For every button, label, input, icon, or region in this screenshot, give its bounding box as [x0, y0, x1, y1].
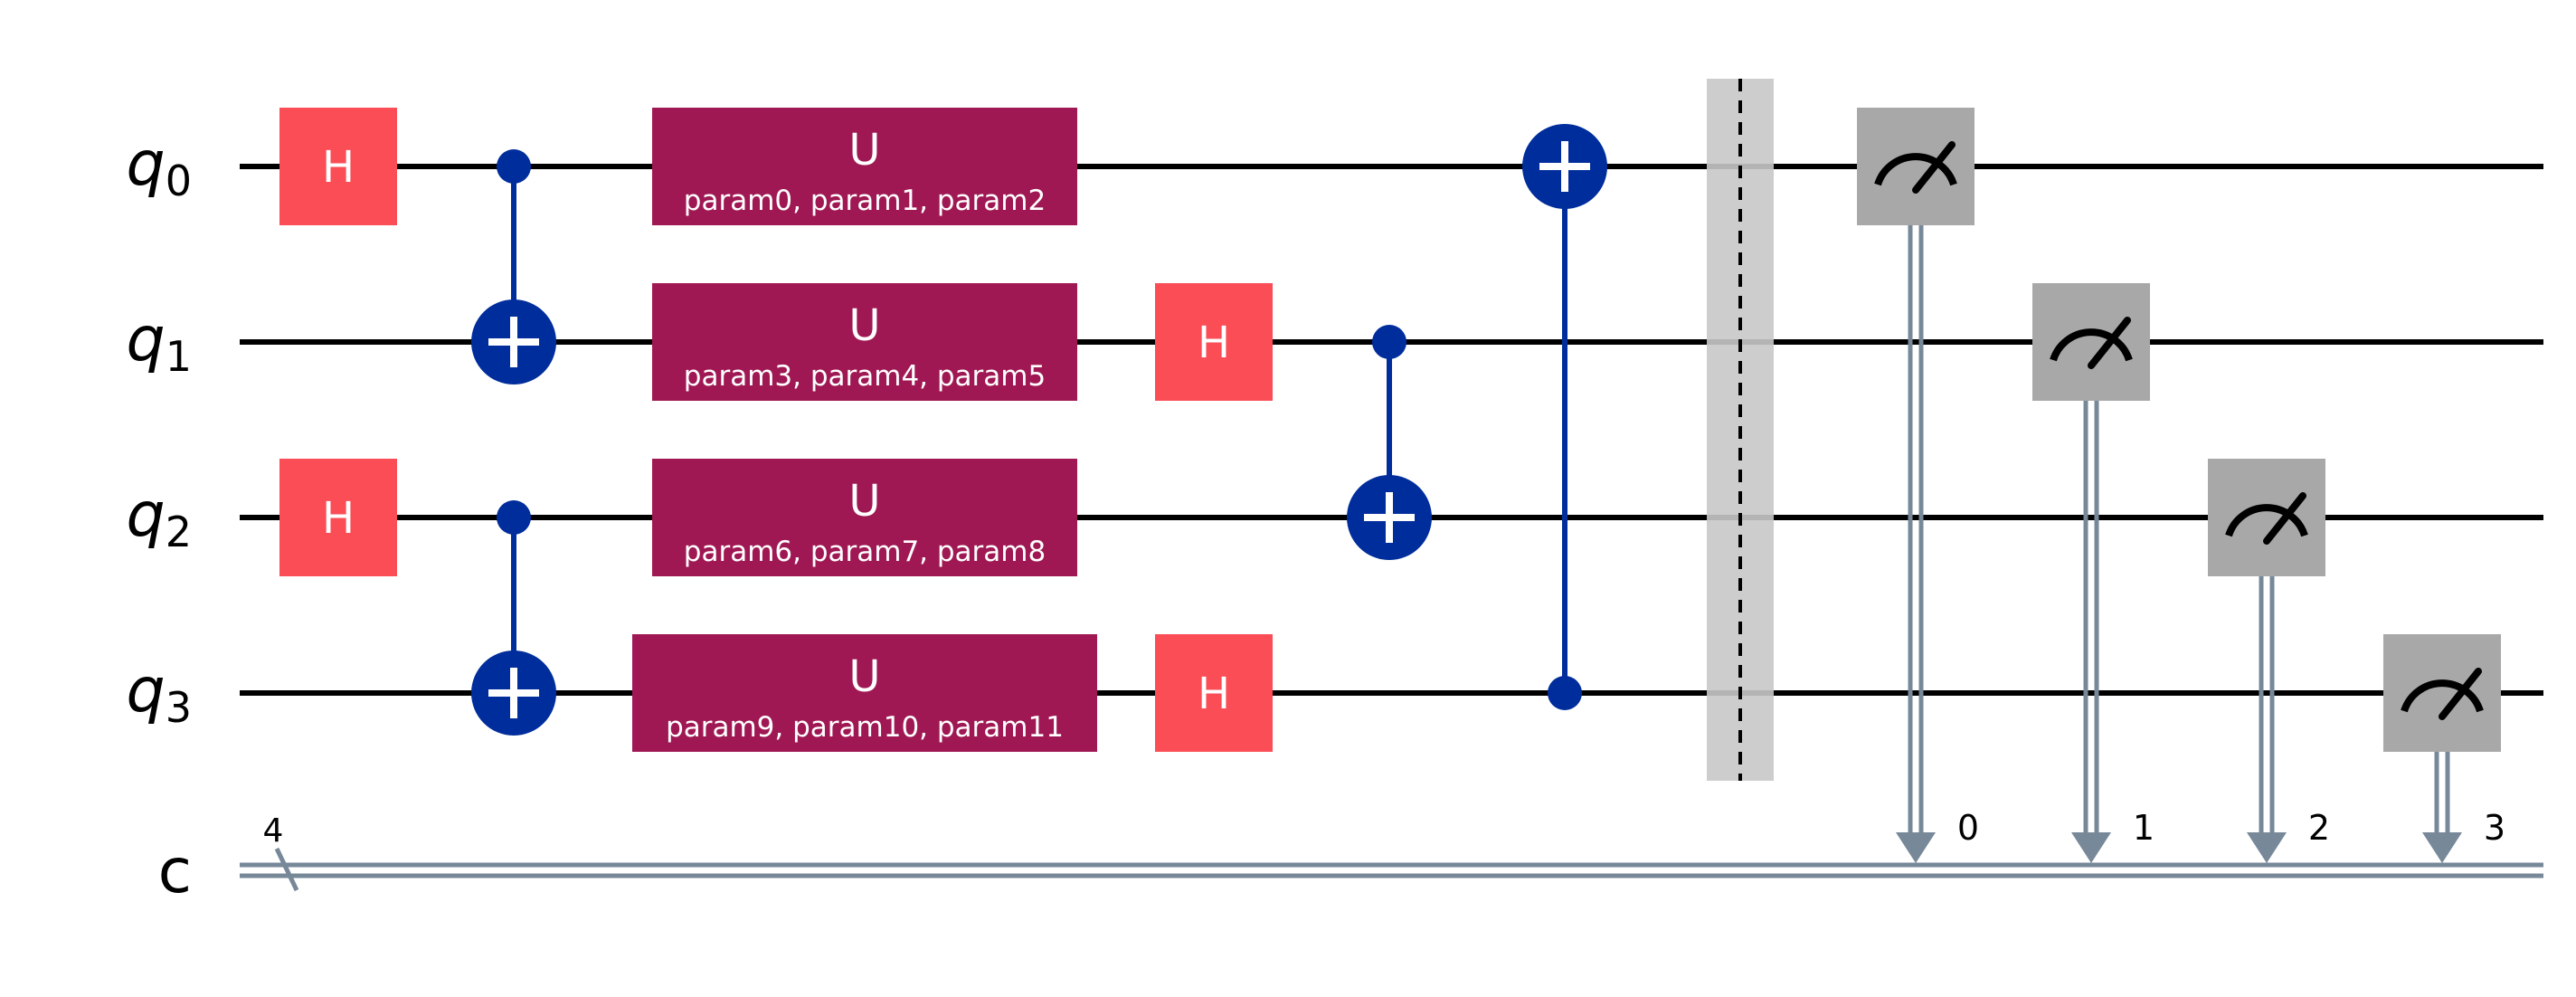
u-gate	[632, 634, 1097, 752]
measure-arrow-icon	[2071, 832, 2111, 863]
u-gate-label: U	[848, 125, 880, 176]
meter-needle-icon	[2439, 668, 2482, 720]
clbit-index-label: 1	[2133, 808, 2155, 848]
qubit-name: q	[127, 480, 166, 551]
qubit-index: 2	[166, 508, 192, 556]
qubit-label: q0	[127, 128, 192, 205]
h-gate	[279, 108, 397, 225]
u-gate	[652, 108, 1077, 225]
h-gate-label: H	[322, 142, 355, 193]
register-slash	[274, 847, 299, 892]
u-gate-params: param0, param1, param2	[684, 185, 1046, 217]
clbit-index-label: 3	[2484, 808, 2505, 848]
meter-arc-icon	[2050, 328, 2133, 362]
clbit-index-label: 0	[1957, 808, 1979, 848]
connectors-layer	[511, 166, 2462, 863]
u-gate-label: U	[848, 651, 880, 702]
qubit-index: 0	[166, 157, 192, 205]
h-gate-label: H	[1198, 318, 1230, 368]
measure-gate	[2383, 634, 2501, 752]
register-size-label: 4	[263, 812, 284, 850]
qubit-label: q1	[127, 304, 192, 381]
cnot-control-dot	[497, 500, 531, 535]
cnot-control-dot	[1548, 676, 1582, 710]
meter-needle-icon	[2088, 317, 2131, 369]
measure-gate	[2208, 459, 2325, 576]
measure-gate	[2032, 283, 2150, 401]
u-gate	[652, 459, 1077, 576]
qubit-label: q3	[127, 655, 192, 732]
qubit-index: 3	[166, 683, 192, 732]
qubit-name: q	[127, 128, 166, 200]
meter-arc-icon	[2225, 504, 2308, 537]
u-gate-label: U	[848, 476, 880, 527]
u-gate-params: param3, param4, param5	[684, 360, 1046, 393]
measure-arrow-icon	[1896, 832, 1936, 863]
u-gate-params: param9, param10, param11	[666, 711, 1064, 744]
qubit-name: q	[127, 655, 166, 726]
cnot-control-dot	[1372, 325, 1406, 359]
u-gate	[652, 283, 1077, 401]
h-gate	[1155, 283, 1273, 401]
classical-register-label: c	[158, 836, 192, 907]
measure-gate	[1857, 108, 1975, 225]
u-gate-params: param6, param7, param8	[684, 536, 1046, 568]
meter-needle-icon	[1912, 141, 1956, 194]
h-gate	[1155, 634, 1273, 752]
u-gate-label: U	[848, 300, 880, 351]
cnot-control-dot	[497, 149, 531, 184]
h-gate-label: H	[322, 493, 355, 544]
measure-arrow-icon	[2247, 832, 2287, 863]
meter-arc-icon	[1874, 153, 1957, 186]
qubit-label: q2	[127, 480, 192, 556]
qubit-index: 1	[166, 332, 192, 381]
h-gate	[279, 459, 397, 576]
meter-needle-icon	[2263, 492, 2306, 545]
clbit-index-label: 2	[2308, 808, 2330, 848]
qubit-name: q	[127, 304, 166, 375]
measure-arrow-icon	[2422, 832, 2462, 863]
h-gate-label: H	[1198, 669, 1230, 719]
meter-arc-icon	[2401, 679, 2484, 713]
